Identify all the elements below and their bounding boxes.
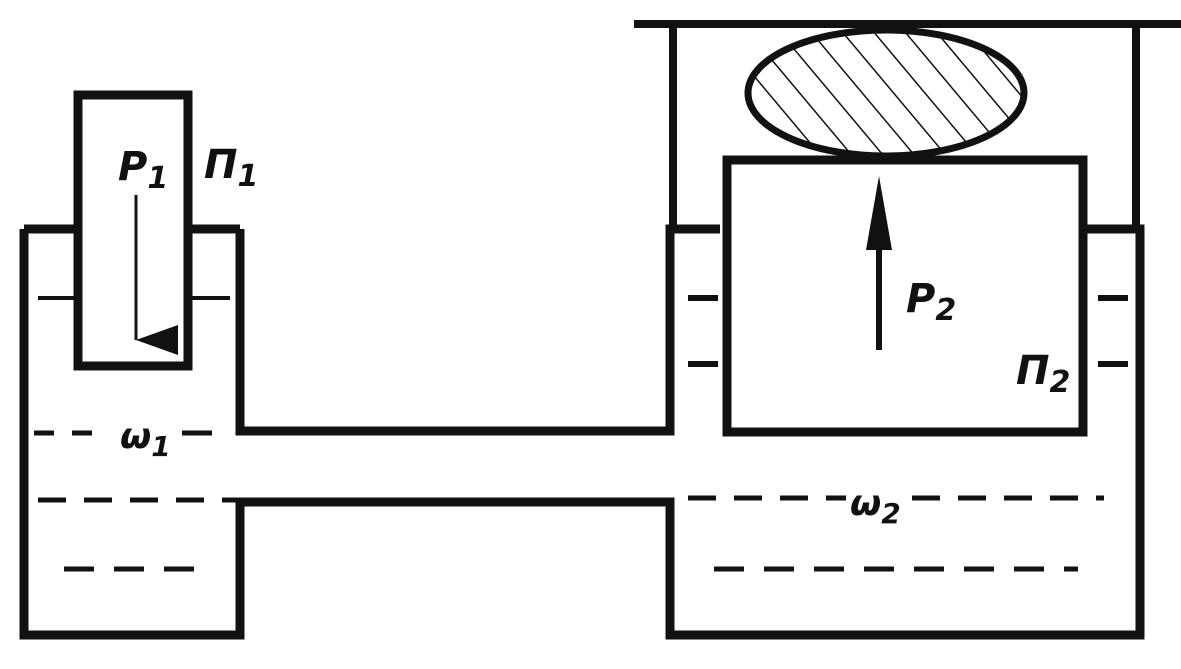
area-large-label: ω2 (850, 483, 901, 530)
large-piston (722, 155, 1088, 437)
force-small-label: P1 (118, 144, 168, 196)
force-large-label: P2 (906, 276, 956, 328)
small-piston (73, 90, 193, 371)
pressed-body (744, 26, 1028, 160)
piston-large-label: П2 (1016, 348, 1070, 400)
force-arrow-up-head (866, 176, 892, 250)
vessel-outline (19, 224, 1145, 640)
piston-small-label: П1 (204, 142, 258, 194)
area-small-label: ω1 (120, 416, 171, 463)
